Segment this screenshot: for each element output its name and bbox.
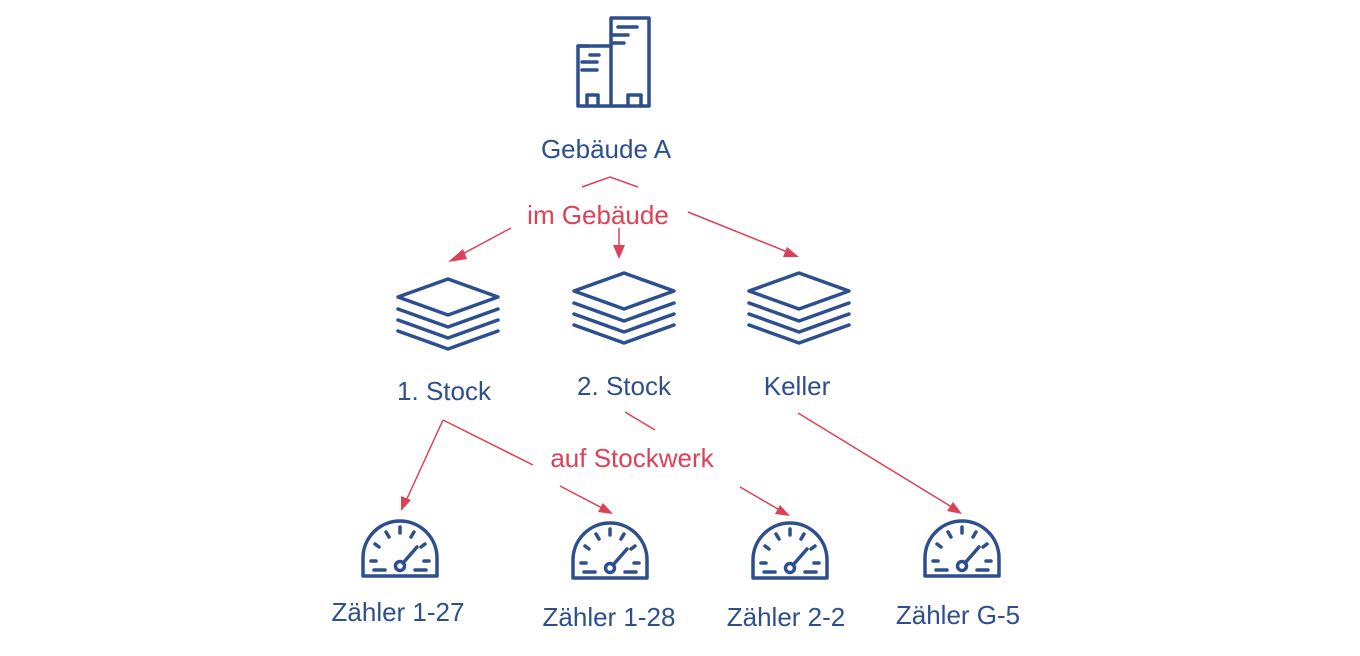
meter-node-1-28: Zähler 1-28 [543,521,676,632]
building-icon [576,16,651,108]
edge-keller-to-meter-g-5 [797,412,956,510]
arrowhead-keller [783,247,799,257]
layers-icon [572,271,676,345]
layers-icon [747,271,851,345]
edge-floor1-to-meter-1-28-b [559,485,607,511]
layers-icon [396,277,500,351]
arrowhead-floor-2 [613,245,625,259]
meter-label: Zähler G-5 [896,600,1020,630]
floor-node-1: 1. Stock [396,277,500,406]
meter-label: Zähler 1-27 [332,597,465,627]
edge-floor2-to-meter-2-2-b [739,486,784,513]
root-label: Gebäude A [541,134,672,164]
edge-floor2-to-meter-2-2-a [624,411,656,431]
arrowhead-floor-1 [448,249,467,262]
floor-node-2: 2. Stock [572,271,676,401]
meter-label: Zähler 2-2 [727,602,846,632]
gauge-icon [923,519,1001,578]
edge-floor1-to-meter-1-28-a [442,419,534,466]
arrowhead-meter-g-5 [947,502,962,514]
edge-root-connector [581,176,639,188]
meter-node-1-27: Zähler 1-27 [332,519,465,627]
meter-label: Zähler 1-28 [543,602,676,632]
edges-building-to-floors [448,176,799,262]
edge-root-to-keller [687,211,791,254]
gauge-icon [361,519,439,578]
arrowhead-meter-2-2 [775,505,790,516]
floor-label: 1. Stock [397,376,492,406]
arrowhead-meter-1-28 [598,503,613,514]
arrowhead-meter-1-27 [401,496,411,511]
relation-label-in-building: im Gebäude [527,200,669,230]
edges-floors-to-meters [401,411,962,516]
edge-floor1-to-meter-1-27 [404,419,444,504]
meter-node-2-2: Zähler 2-2 [727,521,846,632]
gauge-icon [751,521,829,580]
relation-label-on-floor: auf Stockwerk [550,443,714,473]
meter-node-g-5: Zähler G-5 [896,519,1020,630]
floor-node-keller: Keller [747,271,851,401]
floor-label: Keller [764,371,831,401]
floor-label: 2. Stock [577,371,672,401]
gauge-icon [571,521,649,580]
